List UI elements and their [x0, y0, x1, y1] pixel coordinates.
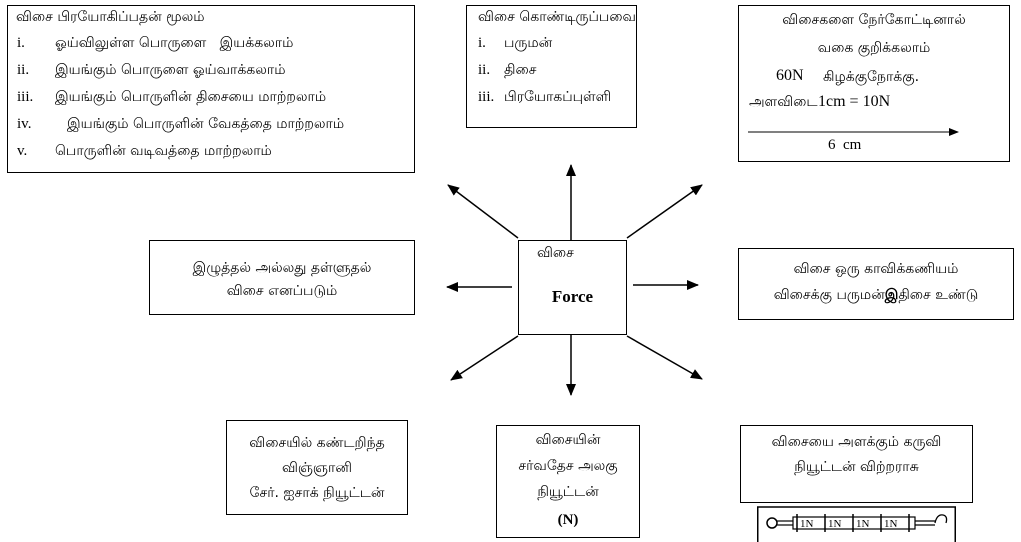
item-text: பருமன்	[504, 34, 553, 51]
representation-line2: வகை குறிக்கலாம்	[817, 40, 931, 56]
item-number: iv.	[17, 116, 32, 132]
item-number: iii.	[17, 89, 34, 105]
definition-line1: இழுத்தல் அல்லது தள்ளுதல்	[192, 259, 372, 276]
hook-icon	[934, 514, 948, 524]
properties-item: ii. திசை	[467, 57, 636, 84]
arrow-up-left	[447, 184, 519, 239]
scale-label: அளவிடை	[749, 94, 818, 110]
vector-line2-bold-letter: இ	[884, 287, 899, 303]
magnitude-value: 60N	[776, 67, 804, 84]
scale-body	[792, 516, 916, 530]
effects-item: ii. இயங்கும் பொருளை ஓய்வாக்கலாம்	[8, 57, 414, 84]
properties-item: i. பருமன்	[467, 30, 636, 57]
item-text: பிரயோகப்புள்ளி	[504, 88, 612, 105]
item-text: இயங்கும் பொருளின் திசையை மாற்றலாம்	[55, 88, 327, 105]
definition-box: இழுத்தல் அல்லது தள்ளுதல் விசை எனப்படும்	[149, 240, 415, 315]
spring-balance-icon: 1N 1N 1N 1N	[757, 506, 956, 542]
item-number: ii.	[478, 62, 491, 78]
effects-item: v. பொருளின் வடிவத்தை மாற்றலாம்	[8, 138, 414, 165]
representation-line1: விசைகளை நேர்கோட்டினால்	[782, 12, 966, 28]
item-text: பொருளின் வடிவத்தை மாற்றலாம்	[55, 142, 272, 159]
center-english-label: Force	[551, 287, 594, 306]
arrow-length: 6 cm	[828, 137, 862, 153]
unit-line1: விசையின்	[535, 432, 601, 448]
arrow-up-right	[626, 184, 703, 239]
unit-name: நியூட்டன்	[537, 484, 599, 500]
scientist-box: விசையில் கண்டறிந்த விஞ்ஞானி சேர். ஐசாக் …	[226, 420, 408, 515]
unit-line2: சர்வதேச அலகு	[518, 458, 618, 474]
item-number: v.	[17, 143, 28, 159]
item-text: ஓய்விலுள்ள பொருளை இயக்கலாம்	[55, 34, 294, 51]
instrument-box: விசையை அளக்கும் கருவி நியூட்டன் விற்றராச…	[740, 425, 973, 503]
item-number: ii.	[17, 62, 30, 78]
vector-line2-end: திசை உண்டு	[898, 287, 979, 303]
vector-line2-start: விசைக்கு பருமன்	[773, 287, 885, 303]
arrow-down-left	[450, 335, 519, 381]
instrument-name: நியூட்டன் விற்றராசு	[794, 458, 919, 475]
definition-line2: விசை எனப்படும்	[226, 282, 338, 299]
scale-label: 1N	[828, 518, 842, 530]
instrument-line1: விசையை அளக்கும் கருவி	[771, 433, 942, 450]
representation-box: விசைகளை நேர்கோட்டினால் வகை குறிக்கலாம் 6…	[738, 5, 1010, 162]
effects-heading: விசை பிரயோகிப்பதன் மூலம்	[16, 9, 205, 25]
unit-box: விசையின் சர்வதேச அலகு நியூட்டன் (N)	[496, 425, 640, 538]
ring-icon	[766, 517, 778, 529]
vector-line1: விசை ஒரு காவிக்கணியம்	[793, 261, 959, 277]
scale-arrow-icon	[748, 128, 959, 136]
item-text: இயங்கும் பொருளின் வேகத்தை மாற்றலாம்	[67, 115, 345, 132]
item-number: i.	[478, 35, 486, 51]
effects-item: iv. இயங்கும் பொருளின் வேகத்தை மாற்றலாம்	[8, 111, 414, 138]
scale-value: 1cm = 10N	[818, 93, 891, 110]
unit-symbol: (N)	[557, 511, 579, 528]
effects-item: iii. இயங்கும் பொருளின் திசையை மாற்றலாம்	[8, 84, 414, 111]
properties-box: விசை கொண்டிருப்பவை i. பருமன் ii. திசை ii…	[466, 5, 637, 128]
item-number: iii.	[478, 89, 495, 105]
item-number: i.	[17, 35, 25, 51]
item-text: இயங்கும் பொருளை ஓய்வாக்கலாம்	[55, 61, 286, 78]
arrow-down-right	[626, 335, 703, 380]
item-text: திசை	[504, 61, 537, 78]
center-box: விசை Force	[518, 240, 627, 335]
effects-item: i. ஓய்விலுள்ள பொருளை இயக்கலாம்	[8, 30, 414, 57]
scale-label: 1N	[800, 518, 814, 530]
center-tamil-label: விசை	[537, 245, 574, 261]
properties-item: iii. பிரயோகப்புள்ளி	[467, 84, 636, 111]
scientist-line2: விஞ்ஞானி	[281, 459, 353, 476]
effects-box: விசை பிரயோகிப்பதன் மூலம் i. ஓய்விலுள்ள ப…	[7, 5, 415, 173]
scale-label: 1N	[856, 518, 870, 530]
direction-text: கிழக்குநோக்கு.	[823, 69, 920, 85]
properties-heading: விசை கொண்டிருப்பவை	[478, 9, 636, 25]
scientist-name: சேர். ஐசாக் நியூட்டன்	[249, 484, 385, 501]
scale-label: 1N	[884, 518, 898, 530]
scientist-line1: விசையில் கண்டறிந்த	[249, 434, 385, 451]
